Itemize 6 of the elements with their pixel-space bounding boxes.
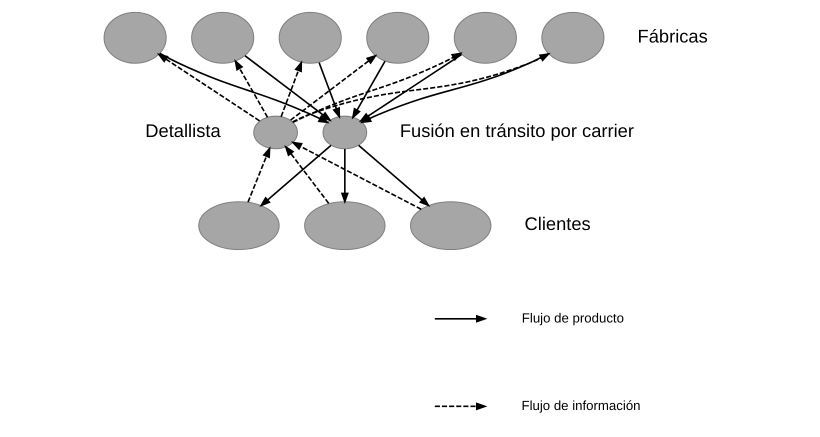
- label: Fusión en tránsito por carrier: [400, 120, 634, 141]
- label: Clientes: [524, 213, 591, 234]
- label: Detallista: [145, 120, 221, 141]
- legend-label: Flujo de producto: [522, 310, 624, 326]
- label: Fábricas: [638, 25, 708, 46]
- legend-label: Flujo de información: [522, 398, 641, 413]
